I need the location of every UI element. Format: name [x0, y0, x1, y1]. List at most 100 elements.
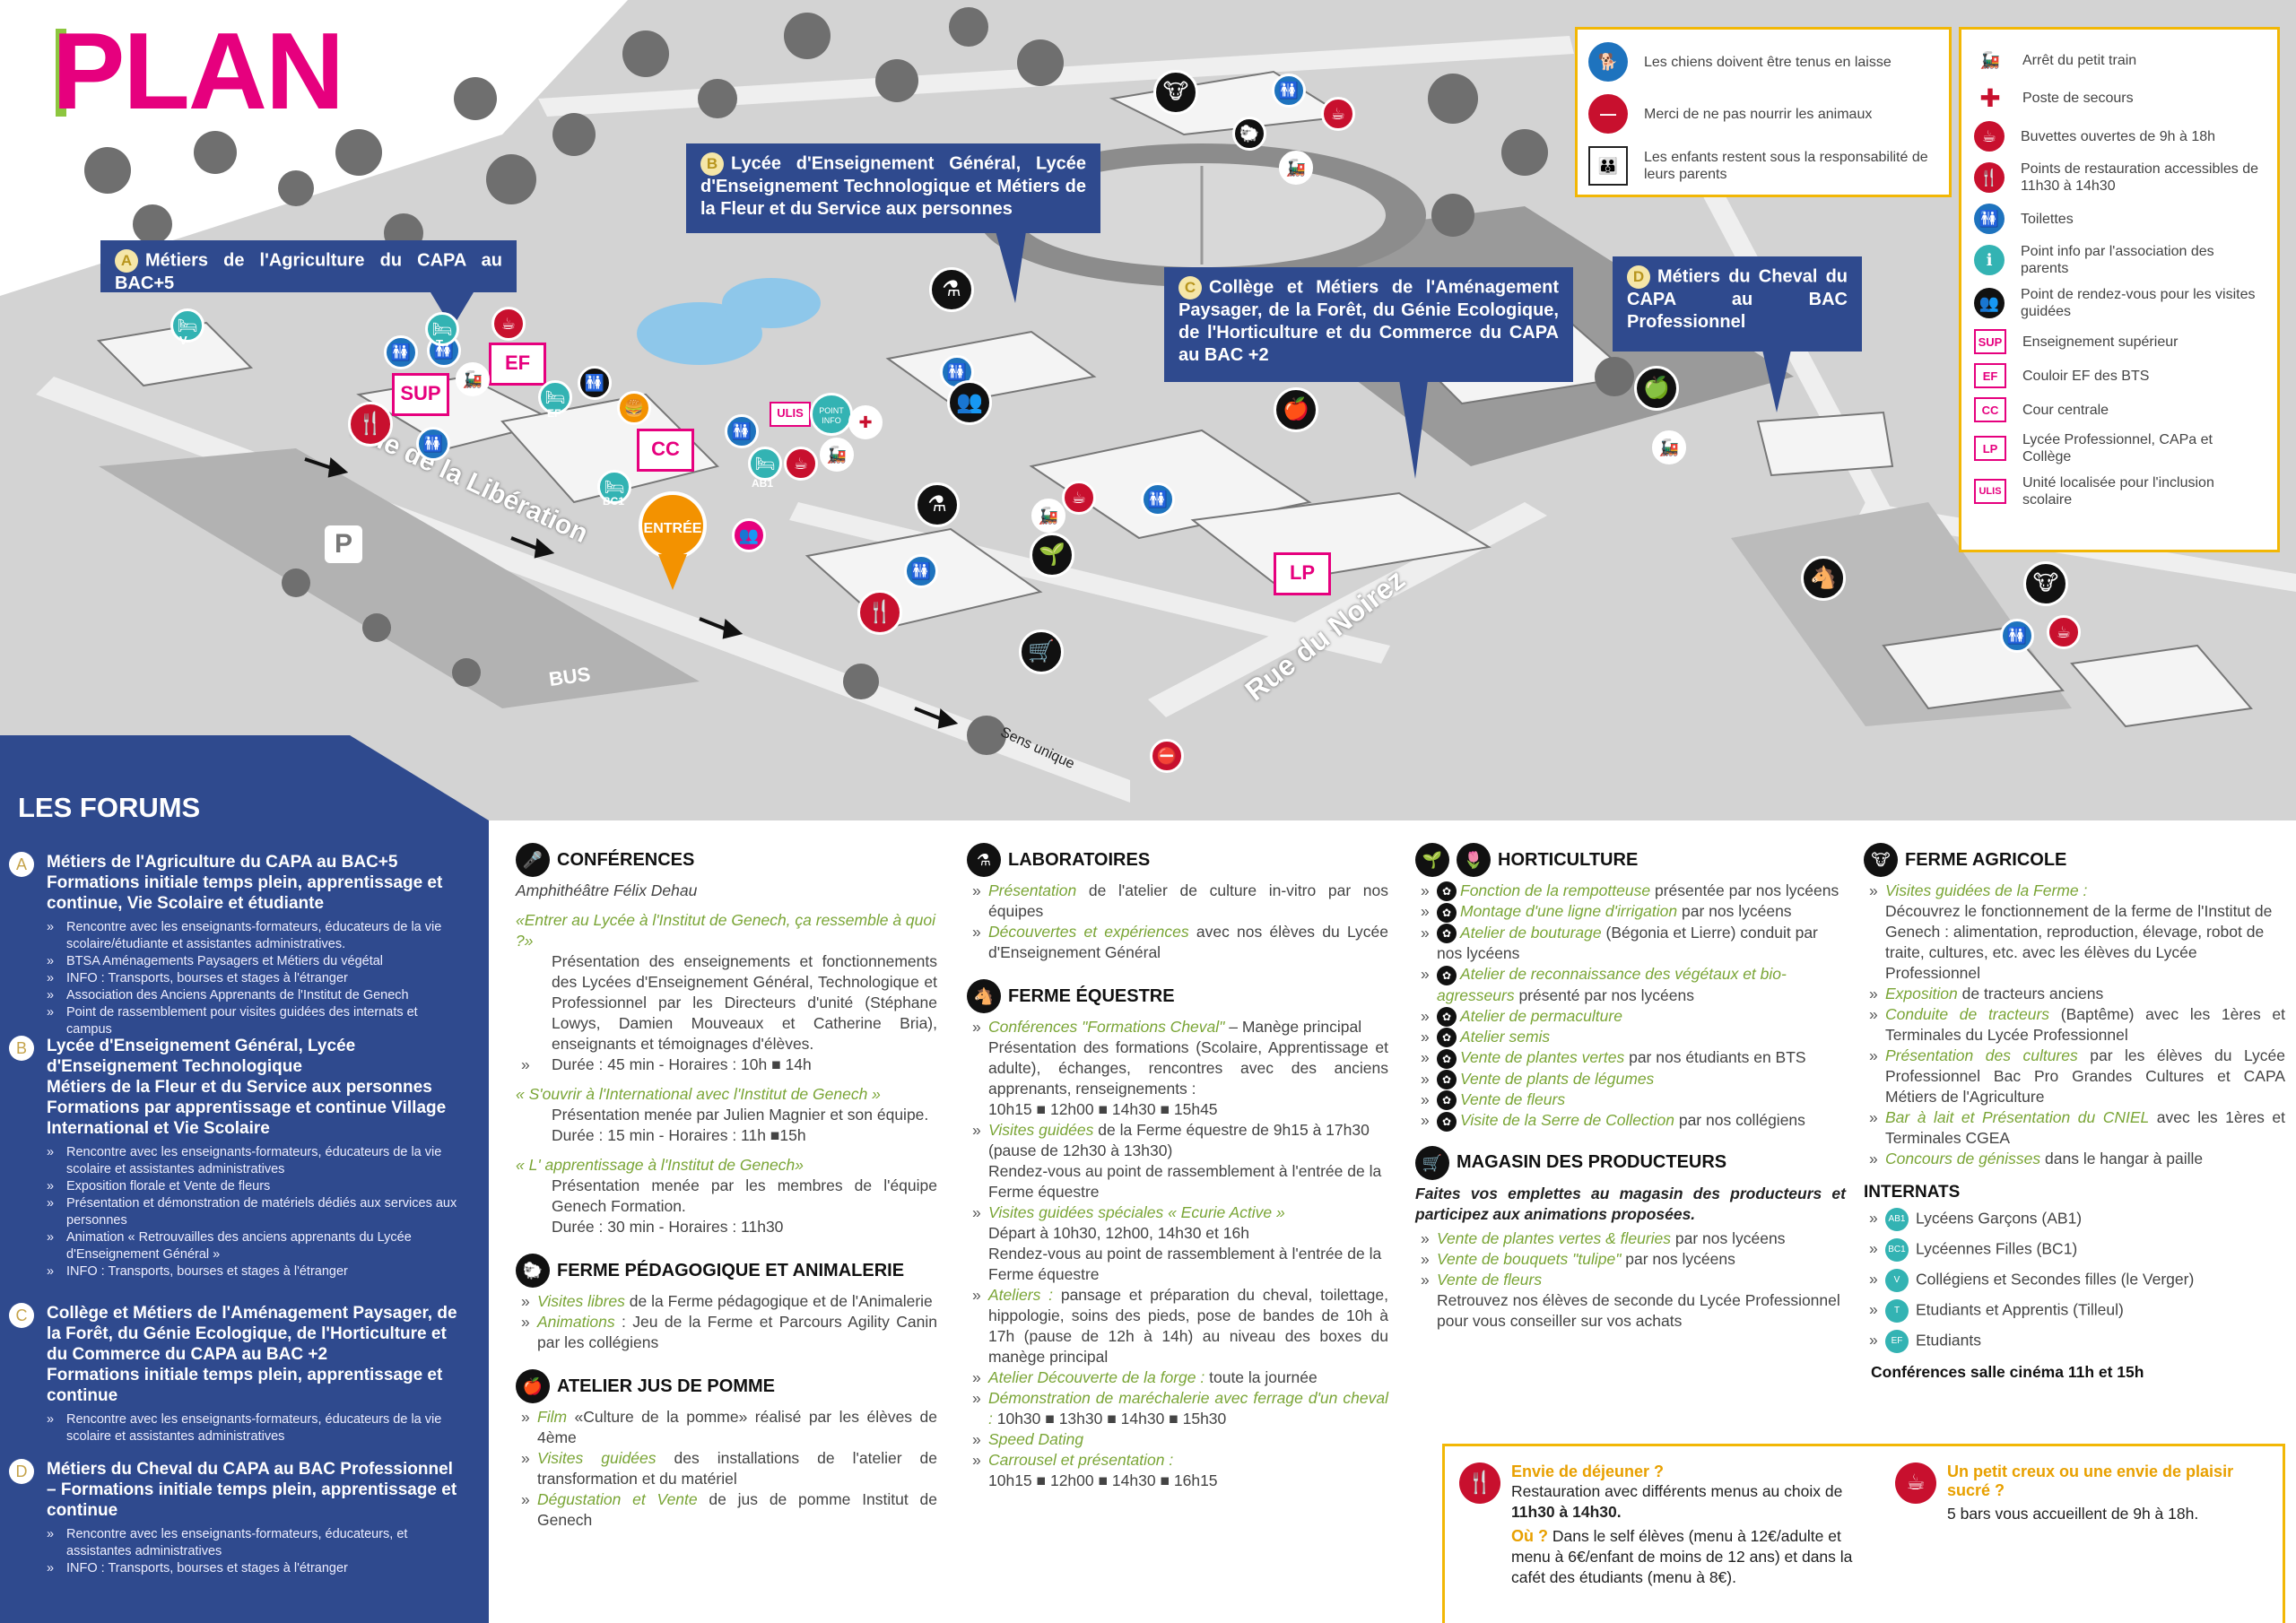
sign-ulis: ULIS	[770, 402, 811, 427]
forum-a-bullets: Rencontre avec les enseignants-formateur…	[47, 919, 462, 1038]
ferme-agricole-item: Présentation des cultures par les élèves…	[1864, 1046, 2285, 1107]
cow-icon: 🐮	[1864, 843, 1898, 877]
talk-desc: Présentation menée par les membres de l'…	[552, 1176, 937, 1215]
forum-bullet: Animation « Retrouvailles des anciens ap…	[47, 1229, 462, 1263]
rules-legend: 🐕 Les chiens doivent être tenus en laiss…	[1575, 27, 1952, 197]
column-2: ⚗LABORATOIRES Présentation de l'atelier …	[967, 843, 1388, 1491]
laboratory-icon: ⚗	[967, 843, 1001, 877]
laboratoires-title: LABORATOIRES	[1008, 849, 1151, 870]
map-drawing	[0, 0, 2296, 803]
callout-d-pointer	[1762, 350, 1791, 412]
legend-row: ☕Buvettes ouvertes de 9h à 18h	[1974, 121, 2265, 152]
forum-c-subtitle: Formations initiale temps plein, apprent…	[47, 1366, 443, 1405]
fork-knife-icon: 🍴	[857, 590, 902, 635]
legend-text: Buvettes ouvertes de 9h à 18h	[2021, 128, 2216, 144]
laboratoires-item: Découvertes et expériences avec nos élèv…	[967, 922, 1388, 963]
child-adult-icon: 👪	[1588, 146, 1628, 186]
callout-b-text: Lycée d'Enseignement Général, Lycée d'En…	[700, 153, 1086, 219]
bed-icon: T	[1885, 1299, 1909, 1323]
toilets-dark-icon: 🚻	[578, 366, 612, 400]
item-sub: 10h15 ■ 12h00 ■ 14h30 ■ 16h15	[988, 1471, 1218, 1489]
sheep-icon: 🐑	[516, 1254, 550, 1288]
ferme-equestre-item: Démonstration de maréchalerie avec ferra…	[967, 1388, 1388, 1429]
item-em: Dégustation et Vente	[537, 1490, 698, 1508]
conferences-header: 🎤CONFÉRENCES	[516, 843, 937, 877]
fork-knife-icon: 🍴	[1974, 162, 2005, 193]
horse-icon: 🐴	[1801, 556, 1846, 601]
flower-icon: ✿	[1437, 1090, 1457, 1111]
forum-a: A Métiers de l'Agriculture du CAPA au BA…	[9, 852, 462, 1038]
forum-a-subtitle: Formations initiale temps plein, apprent…	[47, 873, 443, 913]
ferme-agricole-header: 🐮FERME AGRICOLE	[1864, 843, 2285, 877]
sign-sup: SUP	[392, 373, 449, 416]
rule-text: Les enfants restent sous la responsabili…	[1644, 150, 1928, 182]
rule-row: — Merci de ne pas nourrir les animaux	[1588, 94, 1938, 134]
shop-cart-icon: 🛒	[1415, 1145, 1449, 1180]
cow-icon: 🐮	[1153, 70, 1198, 115]
column-4: 🐮FERME AGRICOLE Visites guidées de la Fe…	[1864, 843, 2285, 1383]
forum-b: B Lycée d'Enseignement Général, Lycée d'…	[9, 1036, 462, 1280]
lunch-text: Restauration avec différents menus au ch…	[1511, 1482, 1843, 1500]
bed-icon-bc1: 🛏	[597, 470, 631, 504]
forums-title: LES FORUMS	[18, 792, 201, 823]
item-rest: toute la journée	[1205, 1368, 1318, 1386]
lunch-heading: Envie de déjeuner ?	[1511, 1462, 1665, 1480]
coffee-cup-icon: ☕	[784, 447, 818, 481]
magasin-item: Vente de bouquets "tulipe" par nos lycée…	[1415, 1249, 1846, 1270]
horticulture-item: ✿Fonction de la rempotteuse présentée pa…	[1415, 881, 1846, 902]
item-rest: (Bégonia et Lierre) conduit par nos lycé…	[1437, 923, 1818, 963]
train-icon: 🚂	[1031, 499, 1065, 533]
item-rest: avec les 1ères et Terminales CGEA	[1885, 1108, 2286, 1147]
forum-b-letter: B	[9, 1036, 34, 1061]
item-em: Atelier Découverte de la forge :	[988, 1368, 1205, 1386]
forum-c-title: Collège et Métiers de l'Aménagement Pays…	[47, 1304, 457, 1364]
toilets-icon: 🚻	[1272, 74, 1306, 108]
forum-b-subtitle: Métiers de la Fleur et du Service aux pe…	[47, 1078, 447, 1138]
forum-bullet: Association des Anciens Apprenants de l'…	[47, 987, 462, 1004]
conference-icon: 🎤	[516, 843, 550, 877]
forum-bullet: INFO : Transports, bourses et stages à l…	[47, 1263, 462, 1280]
forum-bullet: Exposition florale et Vente de fleurs	[47, 1178, 462, 1195]
forum-bullet: Rencontre avec les enseignants-formateur…	[47, 919, 462, 953]
item-em: Visites libres	[537, 1292, 625, 1310]
info-point-icon: ℹ	[1974, 245, 2005, 275]
first-aid-cross-icon: ✚	[1979, 83, 2001, 112]
forum-c-letter: C	[9, 1303, 34, 1328]
item-rest: 10h30 ■ 13h30 ■ 14h30 ■ 15h30	[992, 1410, 1227, 1428]
item-em: Bar à lait et Présentation du CNIEL	[1885, 1108, 2150, 1126]
ferme-equestre-header: 🐴FERME ÉQUESTRE	[967, 979, 1388, 1013]
ferme-agricole-item: Concours de génisses dans le hangar à pa…	[1864, 1149, 2285, 1169]
item-em: Visites guidées	[537, 1449, 657, 1467]
horticulture-item: ✿Vente de plants de légumes	[1415, 1069, 1846, 1089]
horticulture-item: ✿Atelier de permaculture	[1415, 1006, 1846, 1027]
lunch-where-text: Dans le self élèves (menu à 12€/adulte e…	[1511, 1527, 1853, 1586]
toilets-icon: 🚻	[1974, 204, 2005, 234]
horse-icon: 🐴	[967, 979, 1001, 1013]
item-rest: par les élèves du Lycée Professionnel Ba…	[1885, 1046, 2285, 1106]
talk-desc: Présentation menée par Julien Magnier et…	[552, 1106, 929, 1124]
legend-text: Arrêt du petit train	[2022, 52, 2137, 68]
ferme-agricole-item: Conduite de tracteurs (Baptême) avec les…	[1864, 1004, 2285, 1046]
apple-icon: 🍎	[516, 1369, 550, 1403]
bed-icon: EF	[1885, 1330, 1909, 1353]
callout-b-letter: B	[700, 152, 724, 176]
item-sub: Retrouvez nos élèves de seconde du Lycée…	[1437, 1290, 1840, 1330]
first-aid-cross-icon: ✚	[848, 405, 883, 439]
meeting-point-icon: 👥	[732, 518, 766, 552]
toilets-icon: 🚻	[416, 427, 450, 461]
item-em: Vente de plantes vertes & fleuries	[1437, 1228, 1672, 1247]
horticulture-item: ✿Atelier semis	[1415, 1027, 1846, 1048]
item-em: Visites guidées de la Ferme :	[1885, 881, 2088, 899]
dog-leash-icon: 🐕	[1588, 42, 1628, 82]
horticulture-item: ✿Montage d'une ligne d'irrigation par no…	[1415, 901, 1846, 923]
talk-title: « S'ouvrir à l'International avec l'Inst…	[516, 1085, 881, 1103]
train-icon: 🚂	[456, 362, 490, 396]
toilets-icon: 🚻	[904, 554, 938, 588]
forum-bullet: Présentation et démonstration de matérie…	[47, 1195, 462, 1229]
fork-knife-icon: 🍴	[1459, 1462, 1500, 1504]
